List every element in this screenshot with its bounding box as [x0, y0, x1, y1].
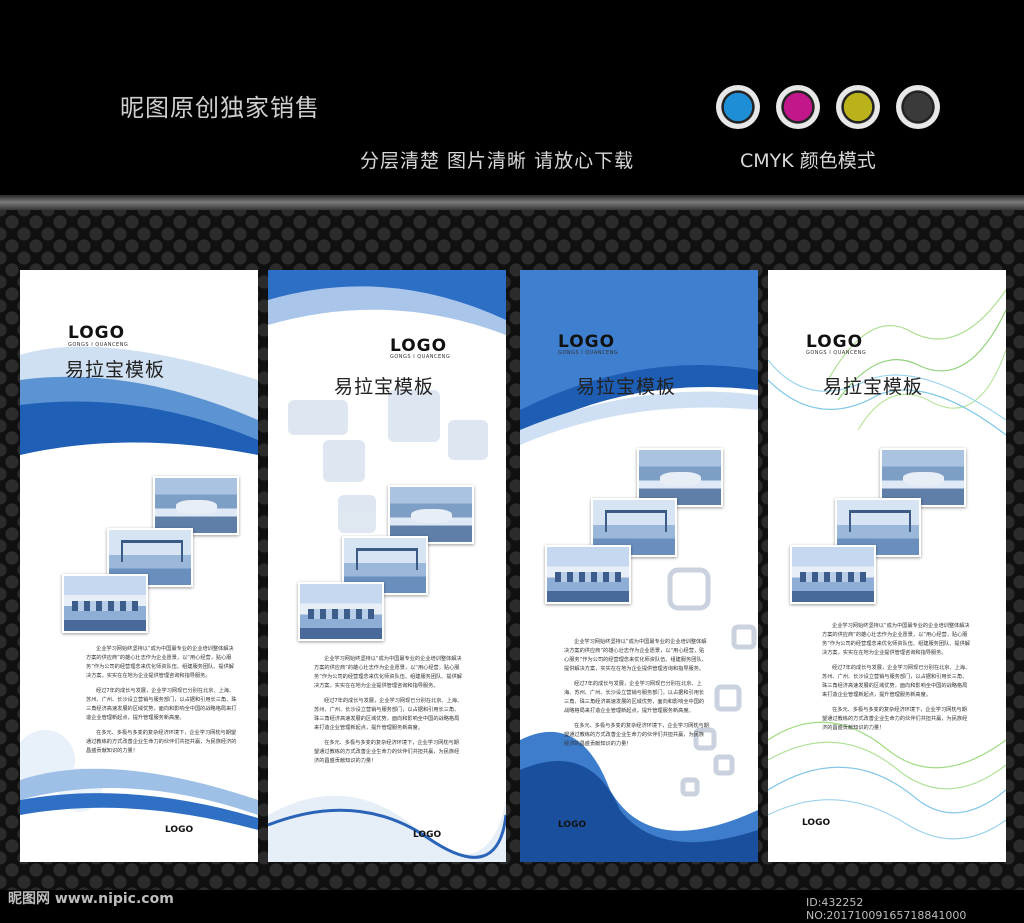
panel-paragraph: 在多元、多极与多变的复杂经济环境下，企业学习网枕与期望通过教练的方式改善企业生命…: [86, 730, 237, 754]
site-watermark: 昵图网 www.nipic.com: [8, 891, 174, 907]
panel-body-text: 企业学习网始终坚持以“成为中国最专业的企业培训整体解决方案的供应商”的雄心壮志作…: [86, 645, 238, 762]
panel-logo-subtitle: GONGS I QUANCENG: [390, 354, 451, 360]
panel-logo-subtitle: GONGS I QUANCENG: [806, 350, 867, 356]
panel-footer-logo: LOGO: [413, 830, 442, 840]
panel-paragraph: 经过7年的成长与发展，企业学习网现已分别在北京、上海、苏州、广州、长沙设立营销与…: [822, 665, 971, 698]
wave-decoration: [520, 270, 758, 862]
lab-photo: [545, 545, 631, 604]
lab-photo: [62, 574, 148, 633]
wave-decoration: [268, 270, 506, 862]
panel-logo-subtitle: GONGS I QUANCENG: [68, 342, 129, 348]
office-photo: [880, 448, 966, 507]
wave-decoration: [20, 346, 258, 830]
office-photo: [637, 448, 723, 507]
panel-paragraph: 经过7年的成长与发展，企业学习网现已分别在北京、上海、苏州、广州、长沙设立营销与…: [314, 698, 463, 731]
panel-paragraph: 在多元、多极与多变的复杂经济环境下，企业学习网枕与期望通过教练的方式改善企业生命…: [564, 723, 709, 747]
image-id-watermark: ID:432252 NO:20171009165718841000: [806, 896, 967, 922]
office-photo: [153, 476, 239, 535]
panel-footer-logo: LOGO: [165, 825, 194, 835]
black-swatch-icon: [896, 85, 940, 129]
panel-logo: LOGO: [68, 323, 126, 343]
panel-logo: LOGO: [558, 332, 616, 352]
panel-body-text: 企业学习网始终坚持以“成为中国最专业的企业培训整体解决方案的供应商”的雄心壮志作…: [314, 655, 464, 772]
cyan-swatch-icon: [716, 85, 760, 129]
panel-body-text: 企业学习网始终坚持以“成为中国最专业的企业培训整体解决方案的供应商”的雄心壮志作…: [564, 638, 709, 755]
office-photo: [388, 485, 474, 544]
header-tagline: 分层清楚 图片清晰 请放心下载: [360, 150, 635, 172]
magenta-swatch-icon: [776, 85, 820, 129]
panel-paragraph: 在多元、多极与多变的复杂经济环境下，企业学习网枕与期望通过教练的方式改善企业生命…: [822, 707, 968, 731]
banner-panel-1: LOGO GONGS I QUANCENG 易拉宝模板 企业学习网始终坚持以“成…: [20, 270, 258, 862]
lab-photo: [298, 582, 384, 641]
lab-photo: [790, 545, 876, 604]
panel-footer-logo: LOGO: [558, 820, 587, 830]
panel-title: 易拉宝模板: [576, 376, 677, 398]
panel-title: 易拉宝模板: [65, 359, 166, 381]
panel-logo: LOGO: [806, 332, 864, 352]
panel-paragraph: 企业学习网始终坚持以“成为中国最专业的企业培训整体解决方案的供应商”的雄心壮志作…: [822, 623, 970, 656]
header-title: 昵图原创独家销售: [120, 94, 320, 122]
divider-band: [0, 195, 1024, 213]
smoke-decoration: [768, 289, 1006, 840]
panel-paragraph: 经过7年的成长与发展，企业学习网现已分别在北京、上海、苏州、广州、长沙设立营销与…: [564, 681, 705, 714]
banner-panel-2: LOGO GONGS I QUANCENG 易拉宝模板 企业学习网始终坚持以“成…: [268, 270, 506, 862]
panel-body-text: 企业学习网始终坚持以“成为中国最专业的企业培训整体解决方案的供应商”的雄心壮志作…: [822, 622, 972, 739]
panel-paragraph: 在多元、多极与多变的复杂经济环境下，企业学习网枕与期望通过教练的方式改善企业生命…: [314, 740, 460, 764]
panel-paragraph: 经过7年的成长与发展，企业学习网现已分别在北京、上海、苏州、广州、长沙设立营销与…: [86, 688, 237, 721]
panel-logo-subtitle: GONGS I QUANCENG: [558, 350, 619, 356]
yellow-swatch-icon: [836, 85, 880, 129]
panel-paragraph: 企业学习网始终坚持以“成为中国最专业的企业培训整体解决方案的供应商”的雄心壮志作…: [86, 646, 234, 679]
cmyk-label: CMYK 颜色模式: [740, 150, 876, 172]
banner-panel-3: LOGO GONGS I QUANCENG 易拉宝模板 企业学习网始终坚持以“成…: [520, 270, 758, 862]
panel-title: 易拉宝模板: [334, 376, 435, 398]
panel-paragraph: 企业学习网始终坚持以“成为中国最专业的企业培训整体解决方案的供应商”的雄心壮志作…: [564, 639, 707, 672]
panel-footer-logo: LOGO: [802, 818, 831, 828]
panel-paragraph: 企业学习网始终坚持以“成为中国最专业的企业培训整体解决方案的供应商”的雄心壮志作…: [314, 656, 462, 689]
banner-panel-4: LOGO GONGS I QUANCENG 易拉宝模板 企业学习网始终坚持以“成…: [768, 270, 1006, 862]
panel-logo: LOGO: [390, 336, 448, 356]
panel-title: 易拉宝模板: [823, 376, 924, 398]
